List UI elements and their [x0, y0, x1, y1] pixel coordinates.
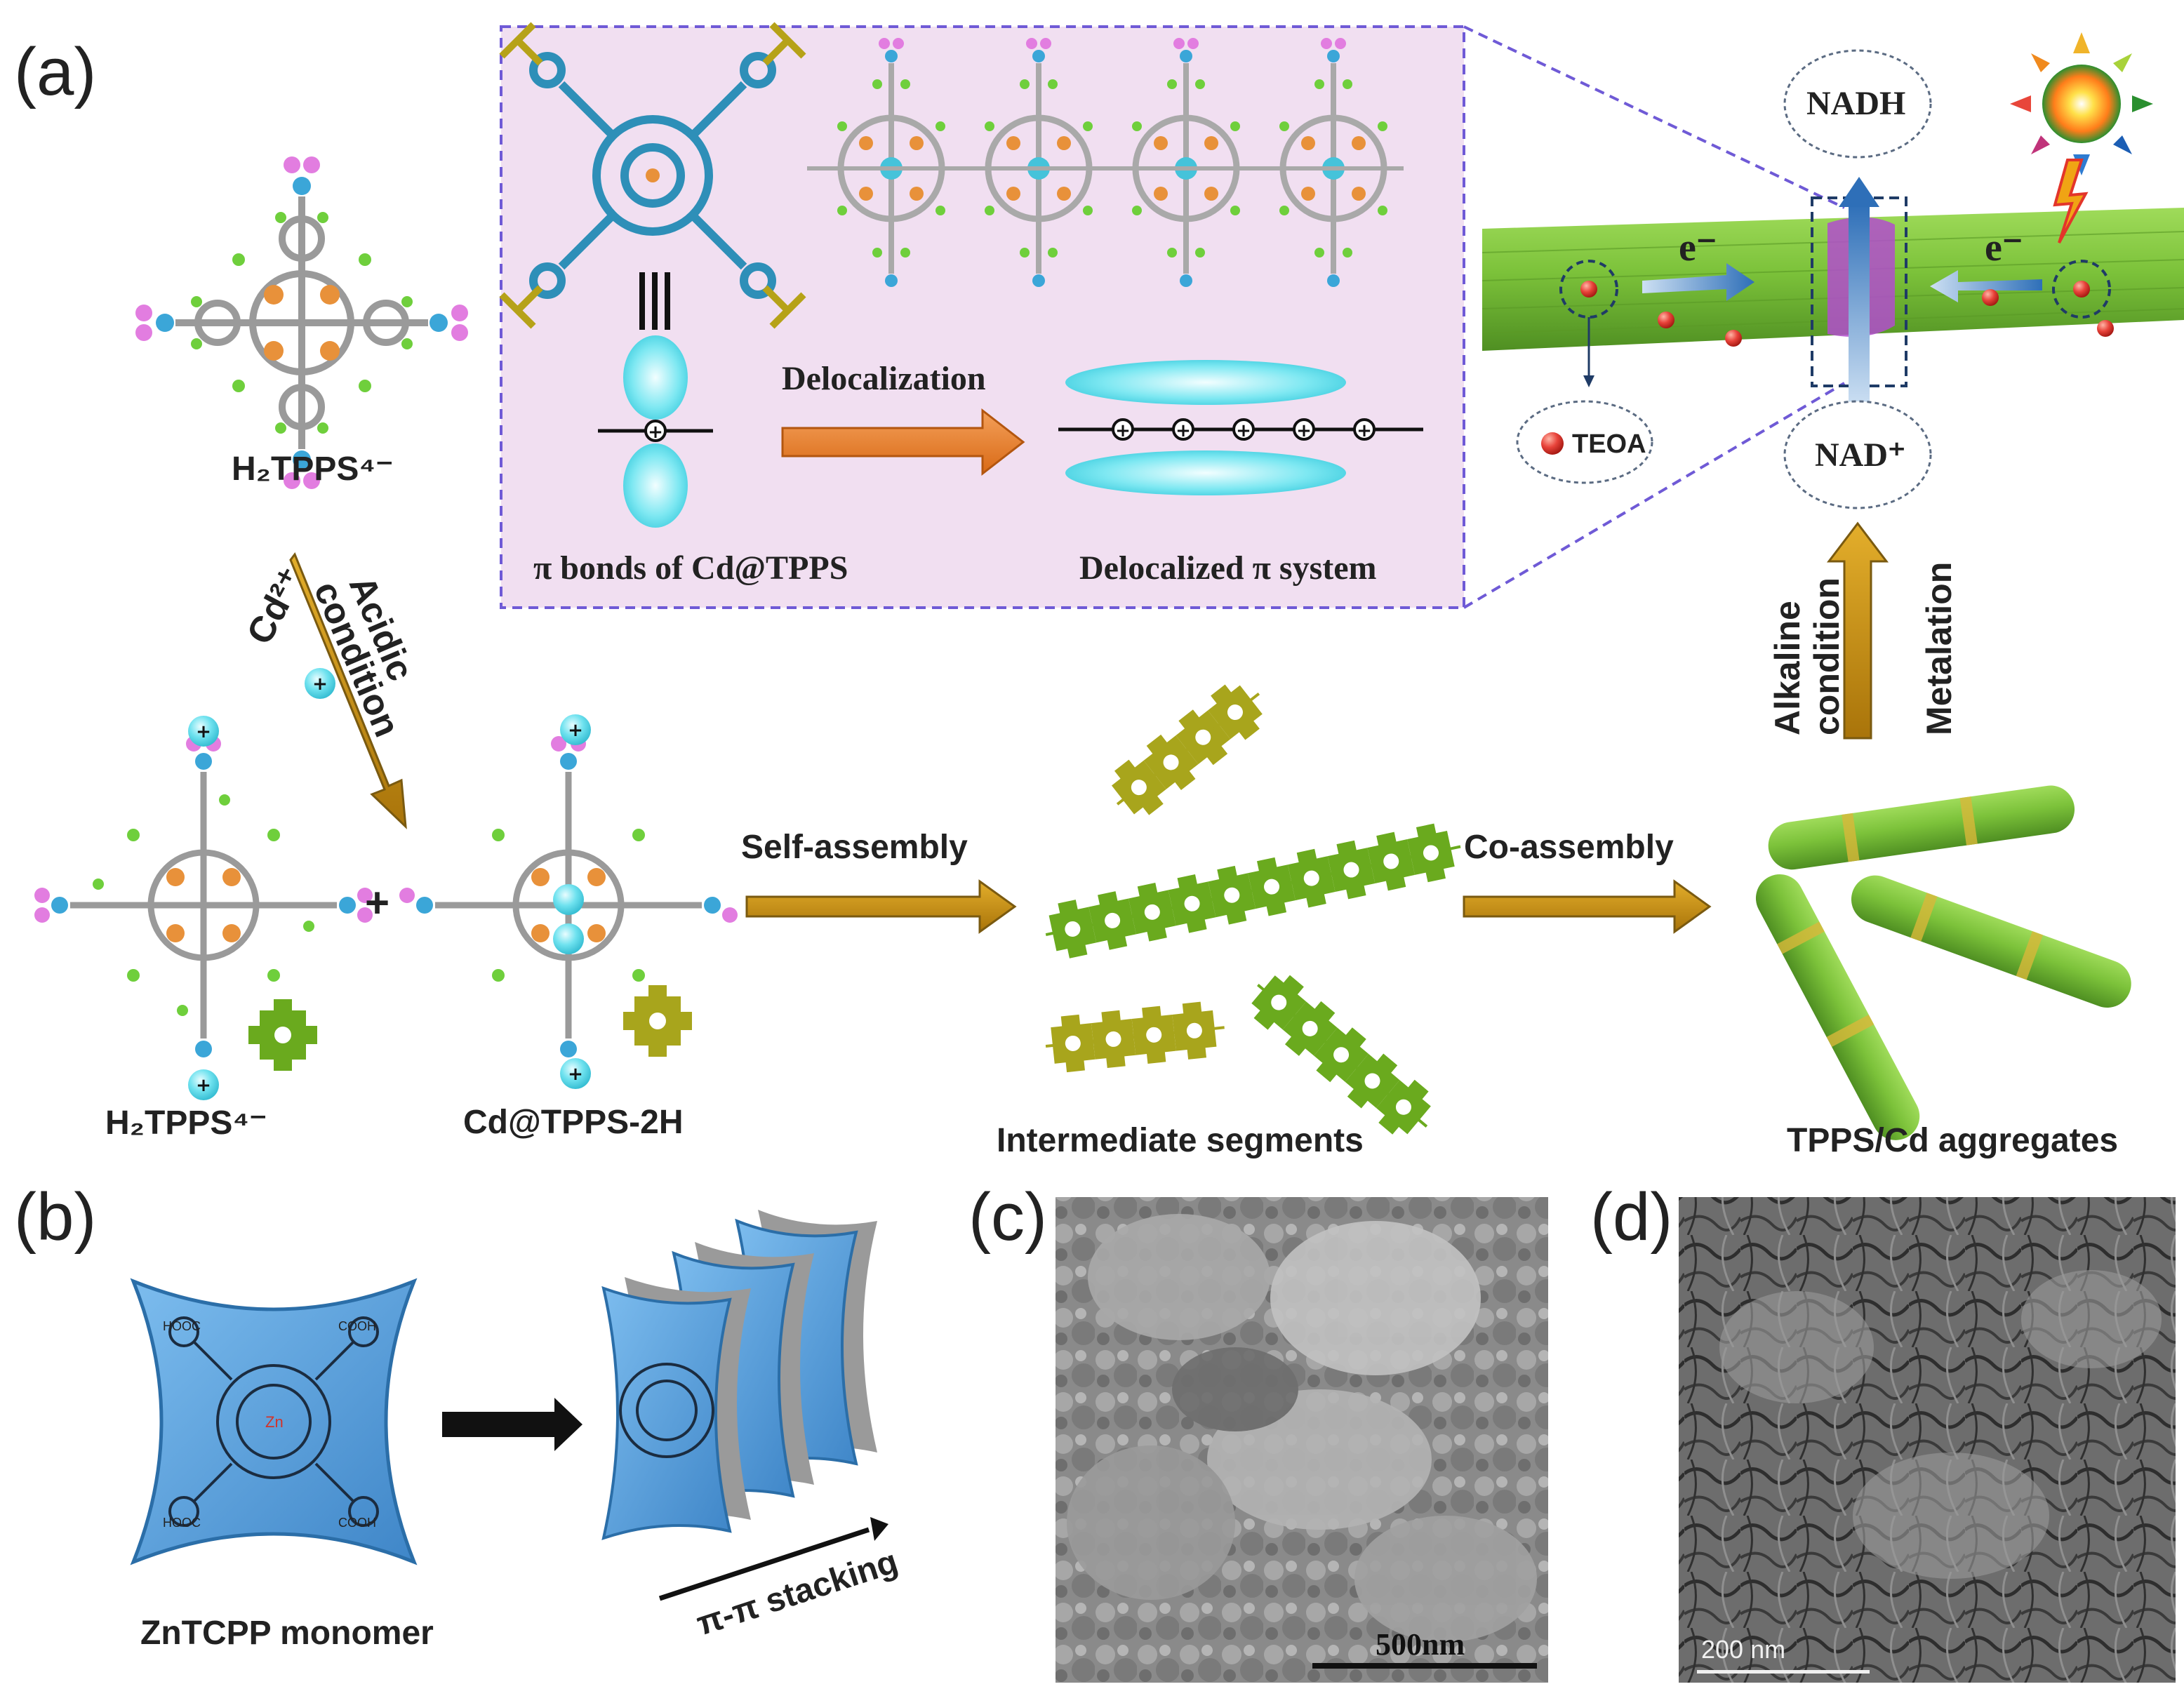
cooh-label-bottom: COOH [338, 1516, 376, 1530]
nanotube [1481, 208, 2184, 351]
self-assembly-label: Self-assembly [741, 829, 968, 866]
panel-label-c: (c) [968, 1180, 1047, 1255]
sem-scale-label: 500nm [1376, 1627, 1465, 1662]
aggregates-label: TPPS/Cd aggregates [1787, 1122, 2119, 1159]
alkaline-condition-label: condition [1807, 577, 1846, 735]
teoa-legend-bubble [1516, 400, 1653, 484]
hooc-label-top: HOOC [163, 1319, 201, 1333]
zntcpp-plate [130, 1278, 418, 1565]
equivalence-bars [639, 272, 670, 330]
svg-text:+: + [312, 674, 328, 695]
nad-bubble [1783, 400, 1932, 509]
porphyrin-molecule-cd [399, 736, 738, 1057]
cd-tpps-label: Cd@TPPS-2H [463, 1104, 684, 1141]
zntcpp-label: ZnTCPP monomer [140, 1615, 434, 1652]
chain-charge [1112, 418, 1134, 441]
stacked-plates [601, 1210, 877, 1541]
tem-image [1679, 1197, 2176, 1683]
porphyrin-molecule-top [135, 156, 468, 489]
chain-charge-sign: + [1236, 420, 1251, 441]
inset-callout-top [1463, 25, 1845, 209]
lightning-icon [2053, 159, 2089, 243]
inset-porphyrin [499, 22, 806, 329]
nadh-bubble [1783, 49, 1932, 159]
nadh-label: NADH [1806, 85, 1906, 122]
inset-callout-bottom [1463, 382, 1846, 609]
acidic-arrow [289, 552, 407, 829]
chain-charge [1232, 418, 1255, 441]
nad-to-nadh-arrow [1839, 177, 1879, 407]
pi-bonds-label: π bonds of Cd@TPPS [533, 549, 848, 587]
panel-label-b: (b) [14, 1180, 97, 1255]
segments-label: Intermediate segments [997, 1122, 1364, 1159]
stacking-arrow [658, 1517, 888, 1601]
stacked-porphyrin-unit [1132, 38, 1240, 287]
arrow-right-black [442, 1398, 582, 1451]
segment-chain [1251, 975, 1431, 1135]
electron-arrow-right [1930, 270, 2042, 302]
delocalization-label: Delocalization [782, 360, 986, 397]
electron-arrow-left [1642, 263, 1754, 301]
monomer-top-label: H₂TPPS⁴⁻ [232, 450, 394, 488]
plus-sign: + [365, 879, 390, 926]
co-assembly-label: Co-assembly [1464, 829, 1674, 866]
sem-image [1056, 1197, 1548, 1683]
delocalized-chain: + + + + + [1058, 418, 1423, 441]
nad-label: NAD⁺ [1815, 436, 1906, 474]
segment-chain [1111, 684, 1263, 815]
teoa-site-left [1559, 260, 1618, 387]
panel-label-a: (a) [14, 34, 97, 109]
teoa-site-right [2052, 260, 2111, 319]
svg-text:+: + [568, 720, 583, 741]
aggregate-tubes [1755, 785, 2131, 1140]
svg-text:+: + [196, 721, 211, 742]
sun-icon [2010, 32, 2153, 175]
chain-charge [1353, 418, 1376, 441]
panel-label-d: (d) [1590, 1180, 1673, 1255]
porphyrin-molecule-bottom-left [34, 736, 373, 1057]
electron-label-left: e⁻ [1679, 226, 1717, 269]
svg-text:+: + [648, 422, 663, 443]
self-assembly-arrow [745, 879, 1017, 934]
chain-charge-sign: + [1176, 420, 1191, 441]
tem-scale-label: 200 nm [1701, 1635, 1786, 1664]
delocalized-system-label: Delocalized π system [1079, 549, 1377, 587]
cation-markers-left: + + [188, 716, 219, 1100]
cd-ion: + [305, 668, 335, 699]
cation-markers-cd: + + [560, 714, 591, 1089]
chain-charge-sign: + [1115, 420, 1131, 441]
chain-charge-sign: + [1296, 420, 1312, 441]
teoa-legend-ball [1541, 432, 1564, 455]
co-assembly-arrow [1463, 879, 1712, 934]
chain-charge [1293, 418, 1315, 441]
cooh-label-top: COOH [338, 1319, 376, 1333]
metalation-label: Metalation [1919, 561, 1959, 735]
stacked-porphyrins [807, 38, 1404, 287]
electron-label-right: e⁻ [1985, 226, 2023, 269]
monomer-bottom-label: H₂TPPS⁴⁻ [105, 1104, 267, 1142]
chain-charge [1172, 418, 1194, 441]
zn-label: Zn [265, 1413, 284, 1431]
alkaline-label: Alkaline [1768, 601, 1807, 735]
intermediate-segments [1045, 684, 1461, 1135]
delocalized-orbital [1065, 360, 1346, 495]
teoa-molecules [1658, 289, 2114, 347]
teoa-label: TEOA [1572, 429, 1646, 459]
metalation-arrow [1826, 521, 1889, 740]
delocalization-arrow [781, 408, 1025, 476]
segment-chain [1045, 823, 1461, 959]
chain-charge-sign: + [1357, 420, 1372, 441]
p-orbital: + [598, 335, 713, 528]
hooc-label-bottom: HOOC [163, 1516, 201, 1530]
segment-chain [1045, 1001, 1225, 1073]
svg-text:+: + [568, 1064, 583, 1085]
svg-text:+: + [196, 1075, 211, 1096]
